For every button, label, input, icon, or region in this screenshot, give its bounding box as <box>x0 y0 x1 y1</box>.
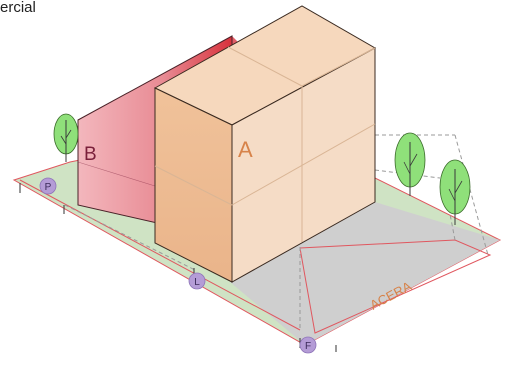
page-title: ercial <box>0 0 36 16</box>
setback-line <box>19 179 301 331</box>
marker-p-label: P <box>45 182 52 193</box>
volume-b-mid-line <box>77 161 156 187</box>
marker-p: P <box>39 177 57 195</box>
volume-b-label: B <box>84 144 97 165</box>
marker-l-label: L <box>194 277 200 288</box>
tree-icon <box>53 113 79 162</box>
volume-a-label: A <box>238 137 253 162</box>
tree-icon <box>439 159 471 225</box>
tree-icon <box>394 132 426 196</box>
sidewalk-area <box>230 202 500 345</box>
marker-f: F <box>299 336 317 354</box>
marker-l: L <box>188 272 206 290</box>
sidewalk-outline <box>299 239 492 334</box>
marker-f-label: F <box>305 341 311 352</box>
volume-a-grid <box>154 46 376 242</box>
